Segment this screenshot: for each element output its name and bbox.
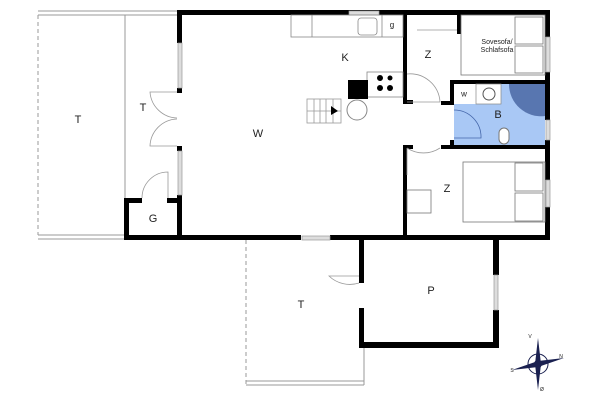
kitchen-g-label: g (389, 20, 395, 30)
compass-v: V (528, 334, 532, 340)
stove (348, 75, 393, 99)
compass-o: Ø (540, 387, 544, 393)
compass-icon (512, 338, 564, 390)
compass-s: S (510, 368, 514, 374)
washer-label: w (461, 89, 467, 99)
room-label-kitchen: K (341, 52, 349, 64)
room-label-terrace: T (74, 114, 82, 126)
room-label-sleeping-2: Z (443, 183, 451, 195)
room-label-terrace-bottom: T (297, 299, 305, 311)
room-label-bathroom: B (494, 109, 502, 121)
table (346, 99, 368, 121)
room-label-sleeping-1: Z (424, 49, 432, 61)
sofa-bed-label: Sovesofa/ Schlafsofa (480, 39, 514, 54)
terrace-outline (37, 10, 365, 386)
beds (406, 14, 546, 223)
room-label-living: W (252, 128, 264, 140)
room-label-storage: G (148, 213, 158, 225)
room-label-p: P (427, 285, 435, 297)
compass-n: N (559, 354, 563, 360)
shower (508, 84, 545, 117)
doors (141, 29, 457, 285)
room-label-terrace-porch: T (139, 102, 147, 114)
windows (177, 10, 551, 311)
